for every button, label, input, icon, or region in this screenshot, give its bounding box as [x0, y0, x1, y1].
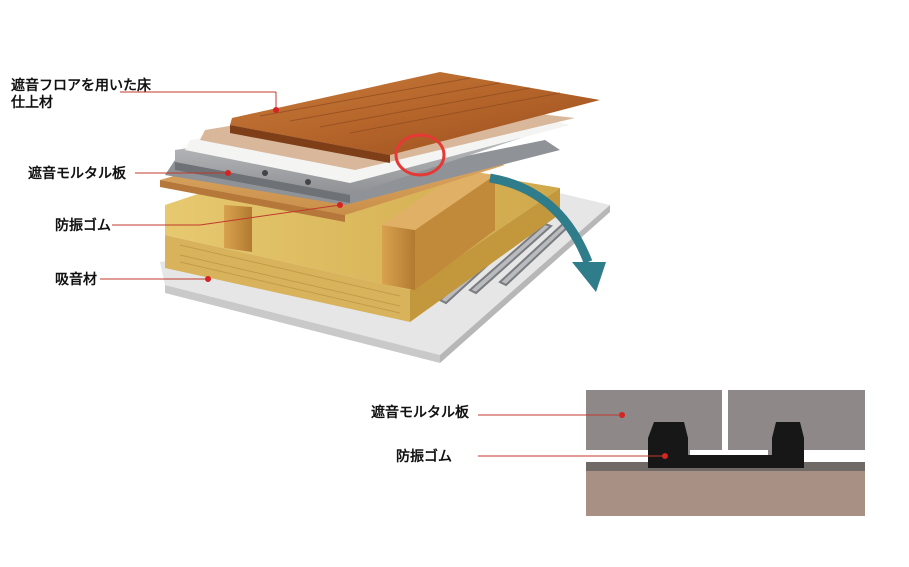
detail-cross-section — [586, 390, 865, 516]
